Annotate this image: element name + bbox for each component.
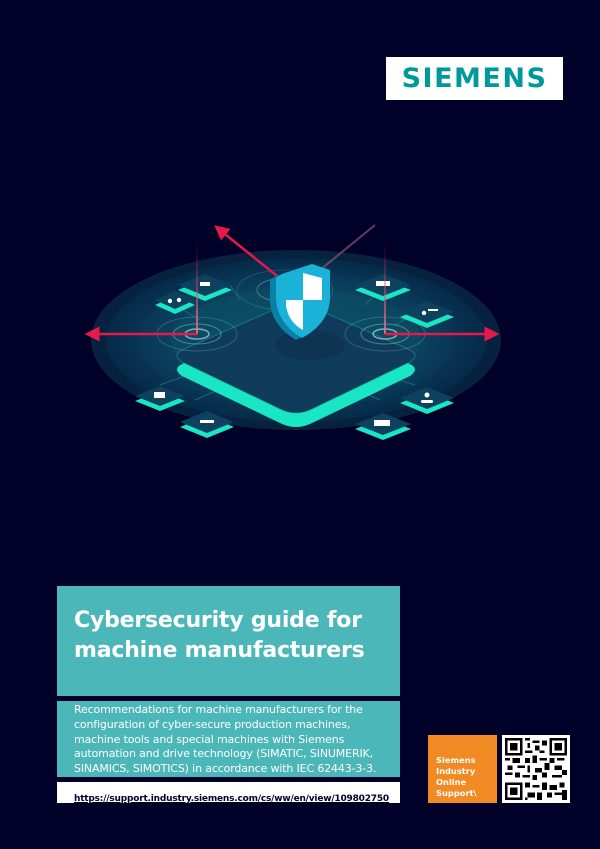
qr-code-icon — [505, 738, 567, 800]
threat-arrows — [84, 225, 500, 342]
url-panel: https://support.industry.siemens.com/cs/… — [57, 782, 400, 804]
qr-code[interactable] — [502, 735, 570, 803]
factory-icon — [355, 274, 411, 301]
logo-text: SIEMENS — [401, 63, 548, 94]
central-platform — [176, 299, 416, 427]
crane-icon — [135, 386, 185, 411]
support-url-link[interactable]: https://support.industry.siemens.com/cs/… — [74, 794, 389, 804]
water-drops-icon — [155, 291, 195, 314]
support-badge-line: Online — [436, 777, 467, 787]
document-title-line-1: Cybersecurity guide for — [74, 608, 362, 633]
subtitle-line: Recommendations for machine manufacturer… — [74, 703, 363, 716]
food-packaging-icon — [355, 413, 411, 440]
subtitle-line: SINAMICS, SIMOTICS) in accordance with I… — [74, 762, 377, 776]
pills-capsule-icon — [400, 387, 454, 414]
subtitle-line: configuration of cyber-secure production… — [74, 717, 351, 731]
subtitle-line: automation and drive technology (SIMATIC… — [74, 747, 373, 761]
subtitle-line: machine tools and special machines with … — [74, 732, 345, 746]
tools-gear-icon — [400, 301, 454, 328]
document-title-line-2: machine manufacturers — [74, 638, 365, 663]
support-badge-line: Support\ — [436, 788, 477, 798]
light-beams — [196, 224, 386, 334]
airplane-vehicle-icon — [180, 411, 234, 438]
shield-icon — [270, 264, 330, 340]
subtitle-panel: Recommendations for machine manufacturer… — [57, 701, 400, 777]
siemens-logo: SIEMENS — [386, 57, 563, 100]
support-badge-line: Industry — [436, 766, 476, 776]
title-panel: Cybersecurity guide for machine manufact… — [57, 586, 400, 696]
support-badge-line: Siemens — [436, 755, 476, 765]
icon-tiles — [135, 274, 454, 440]
oil-pump-icon — [178, 274, 232, 301]
support-badge[interactable]: Siemens Industry Online Support\ — [428, 735, 497, 803]
cybersecurity-illustration — [84, 224, 501, 440]
